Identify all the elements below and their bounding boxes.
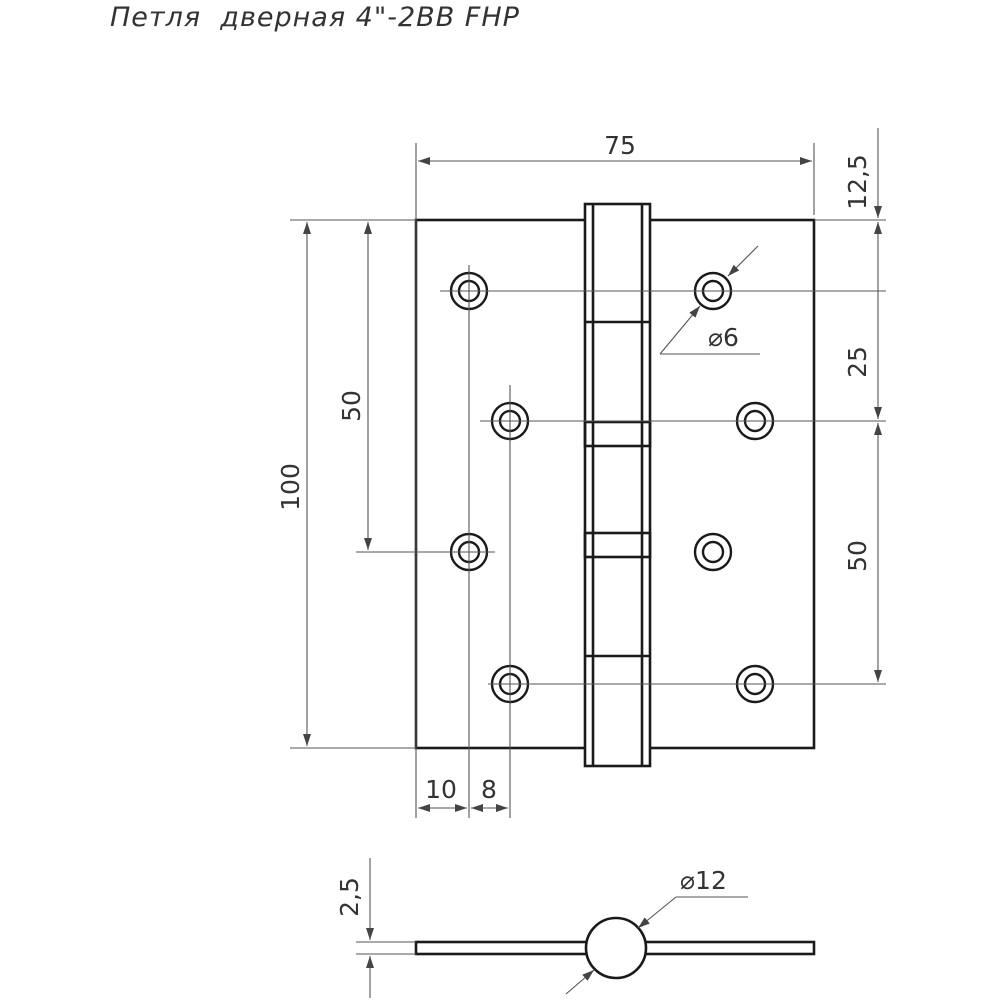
front-view: 75 100 50 12,5 25 50 ⌀6 10 8: [276, 128, 886, 818]
leader-hole-diameter: [659, 305, 701, 355]
leader-knuckle-diameter: [637, 896, 677, 929]
side-plate-right: [642, 940, 816, 956]
dim-pitch-left-label: 50: [337, 390, 366, 422]
bearing-ring: [583, 420, 652, 448]
dim-edge-offset-label: 12,5: [843, 154, 872, 210]
dim-height-label: 100: [276, 463, 305, 511]
side-plate-left: [414, 940, 593, 956]
dim-pitch-top-label: 25: [843, 346, 872, 378]
leader-hole-diameter: [727, 245, 759, 277]
dim-knuckle-diameter-label: ⌀12: [680, 866, 727, 895]
dim-pitch-right-label: 50: [843, 540, 872, 572]
side-knuckle: [584, 916, 648, 980]
dim-thickness-label: 2,5: [335, 877, 364, 917]
screw-hole: [693, 532, 733, 572]
bearing-ring: [583, 531, 652, 559]
side-view: 2,5 ⌀12: [335, 858, 816, 998]
dim-offset-hole-label: 8: [481, 775, 497, 804]
dim-hole-diameter-label: ⌀6: [708, 323, 739, 352]
dim-offset-edge-label: 10: [425, 775, 457, 804]
leader-knuckle-diameter: [565, 969, 595, 995]
dim-width-label: 75: [604, 131, 636, 160]
knuckle-outline: [583, 202, 652, 768]
drawing-title: Петля дверная 4"-2BB FHP: [110, 2, 520, 33]
